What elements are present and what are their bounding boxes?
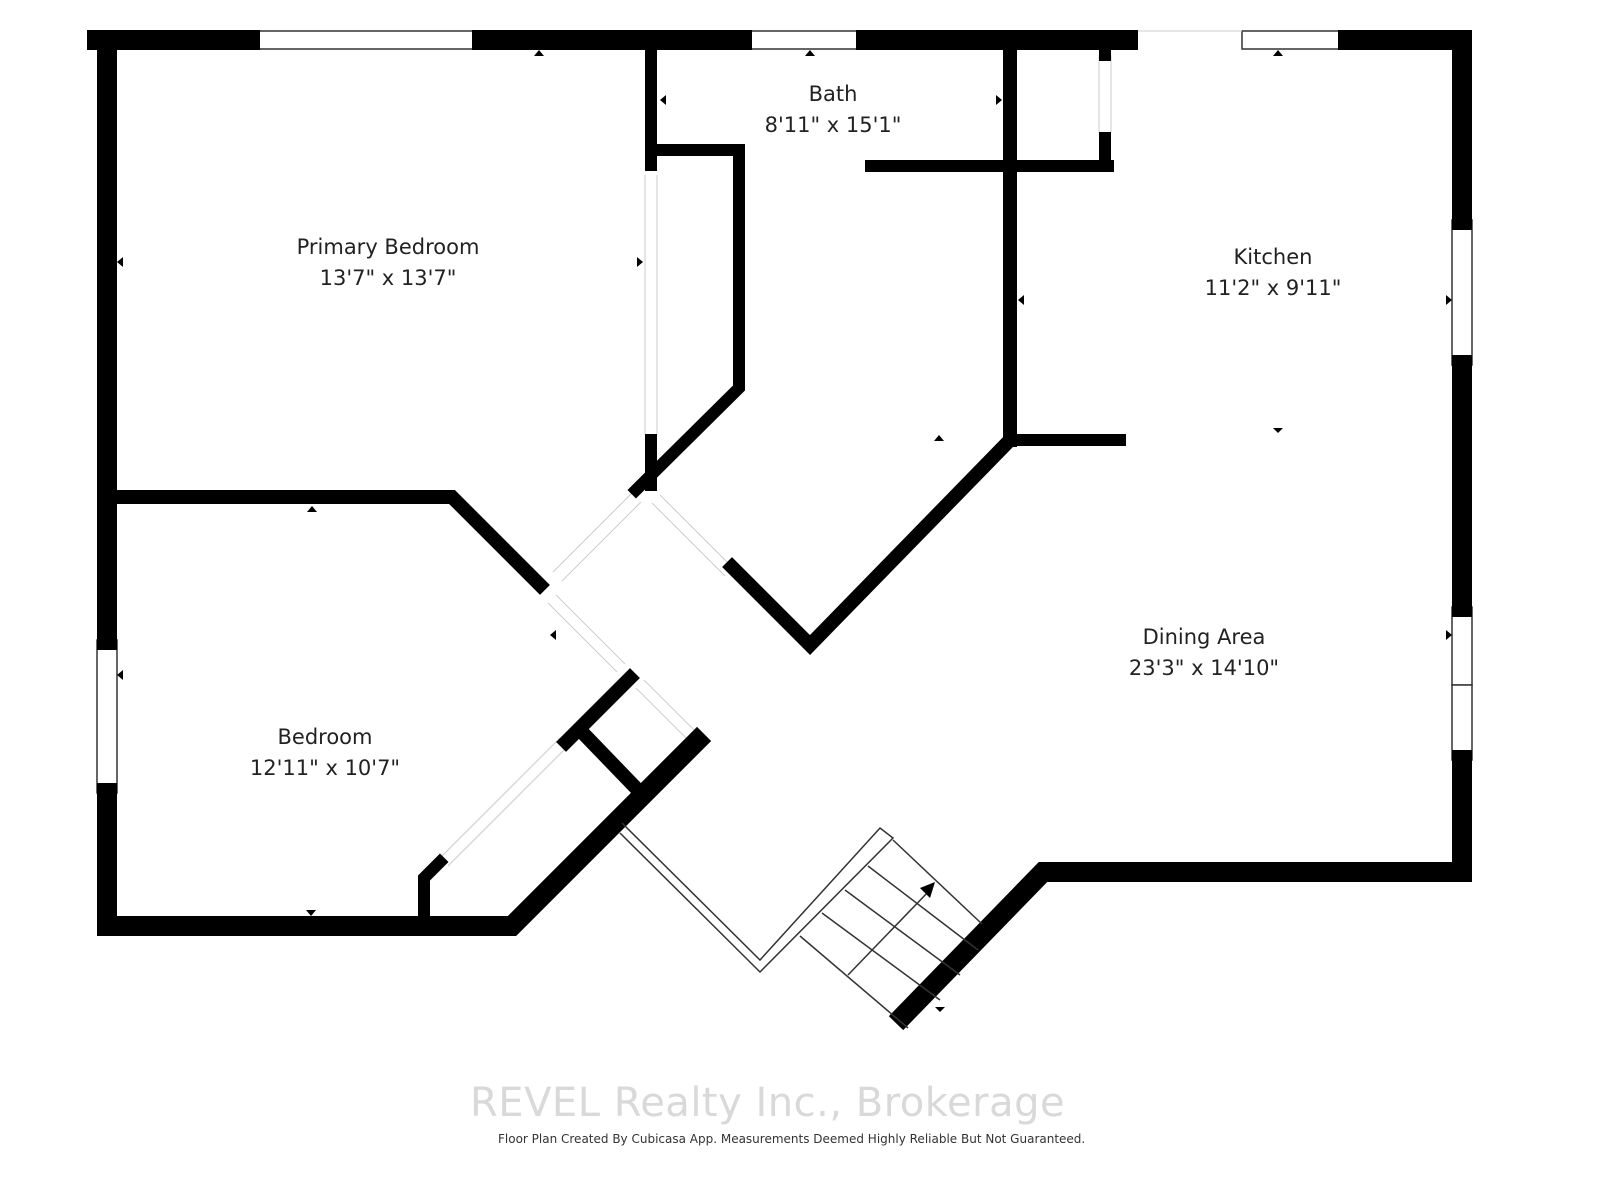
walls xyxy=(87,30,1472,1031)
room-size: 23'3" x 14'10" xyxy=(1128,656,1280,680)
stair-arrow-icon xyxy=(920,882,935,898)
room-size: 11'2" x 9'11" xyxy=(1204,276,1342,300)
room-name: Primary Bedroom xyxy=(296,235,480,259)
window xyxy=(1451,606,1473,686)
room-name: Kitchen xyxy=(1233,245,1313,269)
window xyxy=(96,639,118,794)
room-name: Bedroom xyxy=(277,725,373,749)
room-label-bedroom: Bedroom 12'11" x 10'7" xyxy=(250,722,400,784)
room-size: 12'11" x 10'7" xyxy=(249,756,401,780)
room-name: Bath xyxy=(808,82,858,106)
room-label-primary-bedroom: Primary Bedroom 13'7" x 13'7" xyxy=(297,232,480,294)
window xyxy=(741,30,867,50)
window xyxy=(1451,684,1473,761)
room-size: 13'7" x 13'7" xyxy=(319,266,457,290)
window xyxy=(1241,30,1349,50)
window xyxy=(249,30,483,50)
room-label-kitchen: Kitchen 11'2" x 9'11" xyxy=(1205,242,1342,304)
room-name: Dining Area xyxy=(1142,625,1266,649)
room-label-bath: Bath 8'11" x 15'1" xyxy=(765,79,902,141)
brokerage-watermark: REVEL Realty Inc., Brokerage xyxy=(470,1080,1066,1126)
room-size: 8'11" x 15'1" xyxy=(764,113,902,137)
room-label-dining-area: Dining Area 23'3" x 14'10" xyxy=(1129,622,1279,684)
openings xyxy=(439,30,1242,867)
window xyxy=(1451,219,1473,366)
floor-plan-credit: Floor Plan Created By Cubicasa App. Meas… xyxy=(498,1132,1086,1146)
staircase xyxy=(619,822,983,1029)
dimension-markers xyxy=(117,50,1452,1012)
